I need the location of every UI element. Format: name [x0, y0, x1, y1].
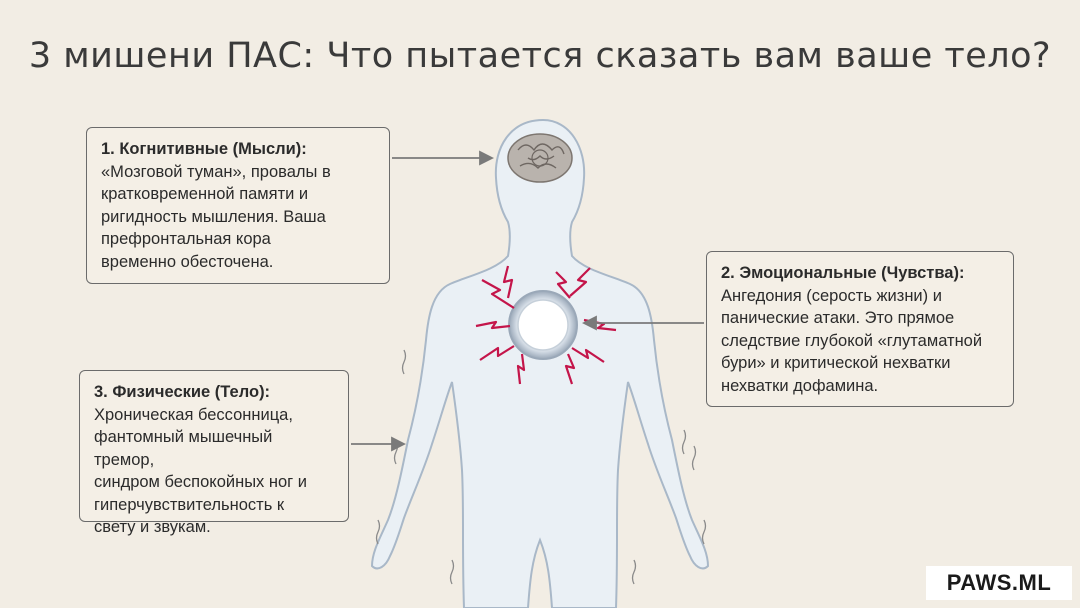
brain-icon	[507, 133, 573, 183]
heart-ring-icon	[508, 290, 578, 360]
physical-description: Хроническая бессонница, фантомный мышечн…	[94, 405, 308, 537]
emotional-callout-box: 2. Эмоциональные (Чувства): Ангедония (с…	[706, 251, 1014, 407]
cognitive-heading: 1. Когнитивные (Мысли):	[101, 140, 307, 158]
cognitive-description: «Мозговой туман», провалы в кратковремен…	[101, 162, 331, 271]
cognitive-callout-box: 1. Когнитивные (Мысли): «Мозговой туман»…	[86, 127, 390, 284]
brand-logo: PAWS.ML	[926, 566, 1072, 600]
physical-heading: 3. Физические (Тело):	[94, 383, 271, 401]
human-silhouette	[370, 118, 710, 608]
arrow-icon	[351, 150, 704, 452]
physical-callout-box: 3. Физические (Тело): Хроническая бессон…	[79, 370, 349, 536]
emotional-description: Ангедония (серость жизни) и панические а…	[721, 286, 983, 395]
page-title: 3 мишени ПАС: Что пытается сказать вам в…	[28, 36, 1052, 76]
emotional-heading: 2. Эмоциональные (Чувства):	[721, 264, 965, 282]
